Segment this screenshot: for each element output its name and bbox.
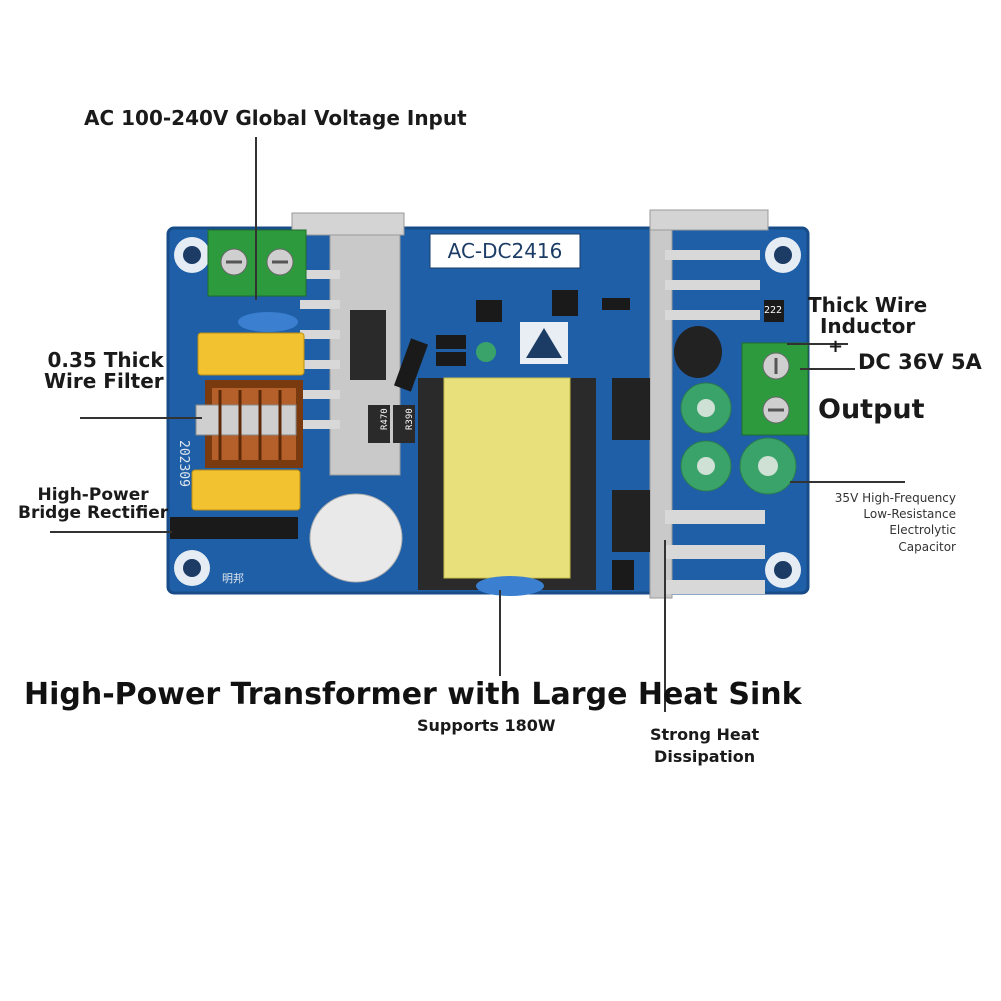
right-heat-sink <box>612 209 769 599</box>
bridge-label-line-2: Bridge Rectifier <box>18 502 169 523</box>
inductor-code-text: 222 <box>764 305 782 316</box>
model-text: AC-DC2416 <box>448 239 563 263</box>
wire-filter <box>195 380 303 468</box>
maker-mark-text: 明邦 <box>222 572 244 585</box>
inductor <box>674 300 784 378</box>
output-label: Output <box>818 394 925 425</box>
left-heat-sink <box>291 212 405 476</box>
supports-label: Supports 180W <box>417 716 556 735</box>
resistor-1-text: R470 <box>380 408 390 430</box>
mounting-hole-icon <box>174 237 801 588</box>
resistor <box>368 405 390 443</box>
plus-sign-label: + <box>828 336 844 357</box>
capacitor-label-line-3: Electrolytic <box>889 523 956 538</box>
bridge-rectifier <box>170 517 298 539</box>
dc-output-label: DC 36V 5A <box>858 350 982 374</box>
resistor <box>393 405 415 443</box>
x-capacitor <box>197 332 305 376</box>
electrolytic-capacitor <box>680 382 797 495</box>
dc-output-terminal <box>741 342 809 436</box>
inductor-label-line-2: Inductor <box>819 314 916 338</box>
heat-label-line-1: Strong Heat <box>650 725 760 744</box>
capacitor-label-line-1: 35V High-Frequency <box>834 491 956 505</box>
transformer <box>418 377 596 596</box>
capacitor-label-line-2: Low-Resistance <box>863 507 956 522</box>
wire-filter-label-line-1: 0.35 Thick <box>47 348 164 372</box>
thermistor <box>309 493 403 583</box>
inductor-label-line-1: Thick Wire <box>808 293 928 317</box>
date-code-text: 202309 <box>176 440 191 487</box>
bridge-rectifier-label: High-Power Bridge Rectifier <box>18 485 169 523</box>
ac-input-label: AC 100-240V Global Voltage Input <box>84 106 467 130</box>
heat-dissipation-label: Strong Heat Dissipation <box>650 724 759 767</box>
heat-label-line-2: Dissipation <box>654 746 756 766</box>
wire-filter-label-line-2: Wire Filter <box>44 369 164 393</box>
resistor-2-text: R390 <box>405 408 415 430</box>
model-label-box <box>429 233 581 269</box>
bridge-label-line-1: High-Power <box>37 485 149 505</box>
inductor-label: Thick Wire Inductor <box>808 295 927 337</box>
x-capacitor <box>191 469 301 511</box>
callout-lines <box>50 137 905 712</box>
transformer-label: High-Power Transformer with Large Heat S… <box>24 677 802 712</box>
capacitor-label-line-4: Capacitor <box>898 539 956 554</box>
wire-filter-label: 0.35 Thick Wire Filter <box>44 350 164 392</box>
capacitor-label: 35V High-Frequency Low-Resistance Electr… <box>806 490 956 555</box>
